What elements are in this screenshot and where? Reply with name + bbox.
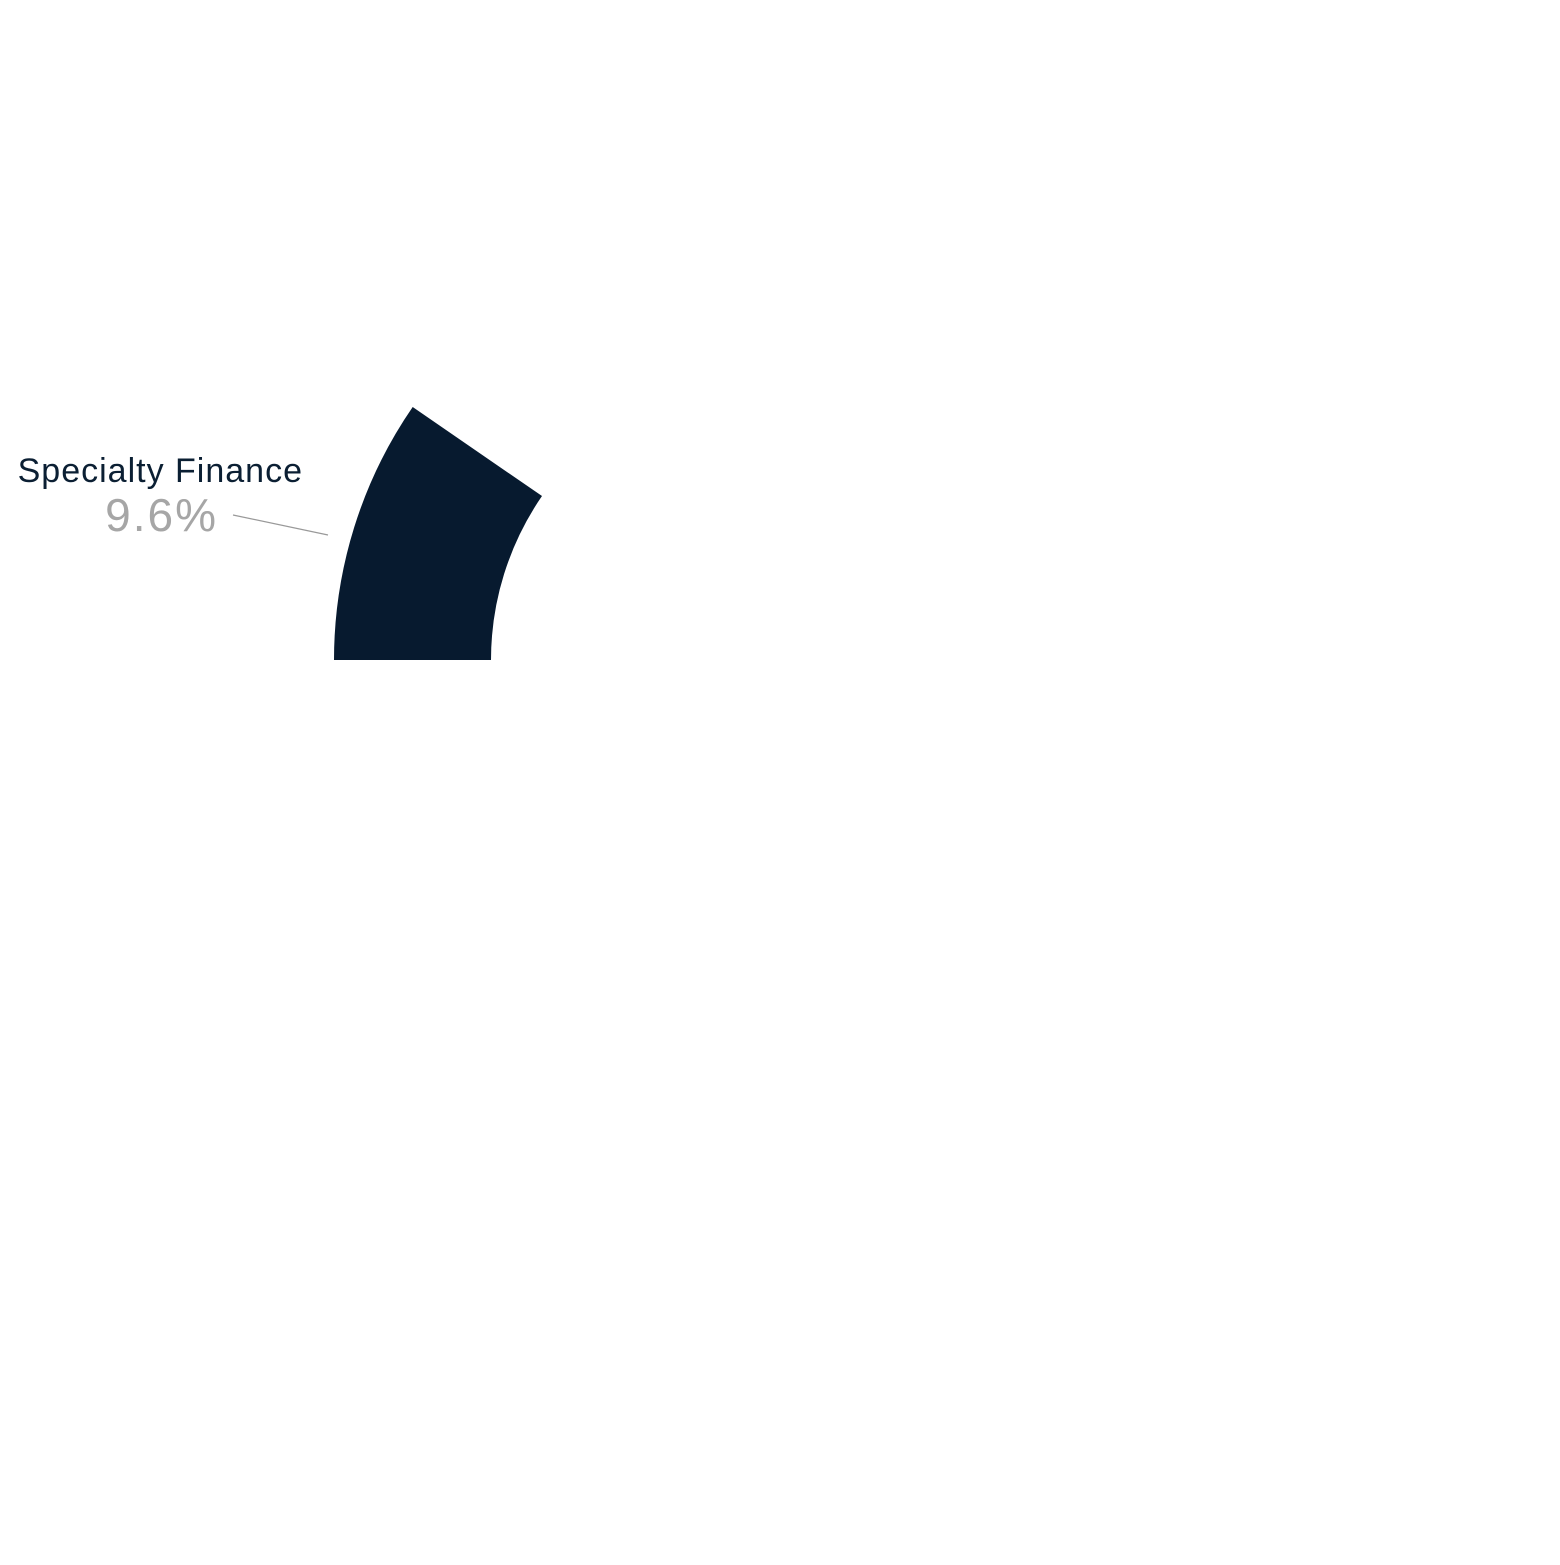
leader-line (232, 514, 329, 536)
segment-label: Specialty Finance (18, 452, 303, 490)
segment-value: 9.6% (105, 489, 218, 541)
donut-segment-specialty-finance (334, 407, 542, 660)
